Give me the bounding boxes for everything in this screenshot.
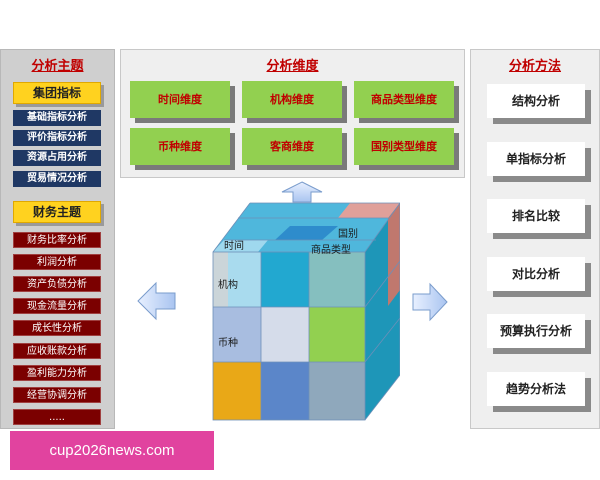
dimension-time[interactable]: 时间维度 (130, 81, 230, 118)
arrow-up-icon (281, 181, 323, 203)
method-ranking[interactable]: 排名比较 (487, 199, 585, 233)
watermark-banner: cup2026news.com (10, 431, 214, 470)
panel-title-topics: 分析主题 (31, 59, 84, 74)
group-header-group-indicators[interactable]: 集团指标 (13, 82, 101, 104)
dimension-currency[interactable]: 币种维度 (130, 128, 230, 165)
cube-label-product-type: 商品类型 (311, 245, 351, 256)
dimension-org[interactable]: 机构维度 (242, 81, 342, 118)
topic-item[interactable]: 成长性分析 (13, 320, 101, 336)
topic-item[interactable]: 盈利能力分析 (13, 365, 101, 381)
topic-item[interactable]: 财务比率分析 (13, 232, 101, 248)
topic-item[interactable]: 贸易情况分析 (13, 171, 101, 187)
panel-title-dimensions: 分析维度 (266, 59, 319, 74)
topic-item[interactable]: 基础指标分析 (13, 110, 101, 126)
cube-label-org: 机构 (218, 280, 238, 291)
topic-item[interactable]: 利润分析 (13, 254, 101, 270)
topic-item[interactable]: 资产负债分析 (13, 276, 101, 292)
method-structure[interactable]: 结构分析 (487, 84, 585, 118)
panel-title-methods: 分析方法 (508, 59, 561, 74)
data-cube-diagram: 时间 机构 币种 商品类型 国别 (200, 200, 401, 425)
method-single-indicator[interactable]: 单指标分析 (487, 142, 585, 176)
method-trend[interactable]: 趋势分析法 (487, 372, 585, 406)
topic-item[interactable]: 经营协调分析 (13, 387, 101, 403)
method-comparison[interactable]: 对比分析 (487, 257, 585, 291)
dimension-customer[interactable]: 客商维度 (242, 128, 342, 165)
topic-item[interactable]: 资源占用分析 (13, 150, 101, 166)
topic-item[interactable]: 评价指标分析 (13, 130, 101, 146)
cube-label-time: 时间 (224, 241, 244, 252)
topic-item[interactable]: 现金流量分析 (13, 298, 101, 314)
cube-label-country: 国别 (338, 229, 358, 240)
topic-item-more[interactable]: ..... (13, 409, 101, 425)
method-budget-execution[interactable]: 预算执行分析 (487, 314, 585, 348)
analysis-methods-panel: 分析方法 结构分析 单指标分析 排名比较 对比分析 预算执行分析 趋势分析法 (470, 49, 600, 429)
cube-icon (212, 202, 401, 421)
arrow-right-icon (412, 282, 448, 322)
analysis-dimensions-panel: 分析维度 时间维度 机构维度 商品类型维度 币种维度 客商维度 国别类型维度 (120, 49, 465, 178)
dimension-country-type[interactable]: 国别类型维度 (354, 128, 454, 165)
dimension-product-type[interactable]: 商品类型维度 (354, 81, 454, 118)
analysis-topics-panel: 分析主题 集团指标 基础指标分析 评价指标分析 资源占用分析 贸易情况分析 财务… (0, 49, 115, 429)
topic-item[interactable]: 应收账款分析 (13, 343, 101, 359)
cube-label-currency: 币种 (218, 338, 238, 349)
arrow-left-icon (137, 281, 176, 321)
group-header-finance-topics[interactable]: 财务主题 (13, 201, 101, 223)
